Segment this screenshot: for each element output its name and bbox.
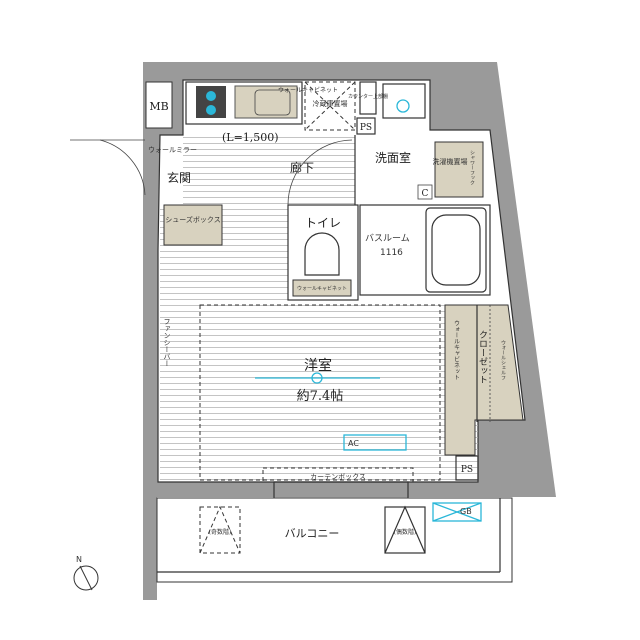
ps-top-label: PS [360,123,372,133]
ps-bottom-label: PS [461,465,473,475]
wall-shelf-label: ウォールシェルフ [500,339,506,380]
entrance-label: 玄関 [167,170,191,185]
fancy-bar-label: ファンシーバー [163,318,171,367]
fridge-space-label: 冷蔵庫置場 [313,99,348,108]
kitchen: ウォールキャビネット 冷蔵庫置場 (L=1,500) [185,81,356,144]
balcony: (奇数階) バルコニー (偶数階) GB [156,497,513,583]
corridor-floor [183,135,355,205]
ac-label: AC [348,439,359,448]
counter-length-label: (L=1,500) [222,131,279,144]
wall-cabinet-toilet-label: ウォールキャビネット [297,285,347,292]
even-floor-label: (偶数階) [394,528,417,536]
bathroom: バスルーム 1116 [359,204,491,296]
closet-label: クローゼット [477,330,488,384]
room-size-label: 約7.4帖 [297,389,344,404]
meter-box: MB [145,81,173,129]
shower-fixture-label: シャワーフック [469,150,475,185]
entrance: ウォールミラー 玄関 シューズボックス 廊下 [70,139,314,246]
curtain-box-label: カーテンボックス [310,473,366,481]
wall-mirror-label: ウォールミラー [148,146,197,154]
odd-floor-label: (奇数階) [209,528,232,536]
western-room-label: 洋室 [304,357,332,374]
gb-label: GB [460,507,472,516]
balcony-label: バルコニー [285,527,340,540]
wall-cabinet-kitchen-label: ウォールキャビネット [278,86,338,94]
western-room-floor [160,300,478,482]
north-compass-icon: N [73,555,99,591]
washer-space-label: 洗濯機置場 [433,157,468,166]
toilet-label: トイレ [305,216,341,230]
north-label: N [76,555,82,564]
washroom: 洗面室 洗濯機置場 シャワーフック C [354,135,484,205]
bathroom-size-label: 1116 [380,248,403,258]
western-room: ファンシーバー 洋室 約7.4帖 AC [163,304,441,481]
mb-label: MB [149,100,168,113]
washroom-label: 洗面室 [375,150,411,165]
closet: ウォールキャビネット クローゼット ウォールシェルフ [444,304,524,456]
wall-cabinet-closet-label: ウォールキャビネット [453,320,460,380]
c-mark: C [422,189,429,199]
corridor-label: 廊下 [290,160,314,175]
shoe-box-label: シューズボックス [165,215,220,224]
bathroom-label: バスルーム [365,233,410,244]
counter-shelf-label: カウンター上部棚 [348,93,388,100]
toilet: トイレ ウォールキャビネット [287,139,359,301]
